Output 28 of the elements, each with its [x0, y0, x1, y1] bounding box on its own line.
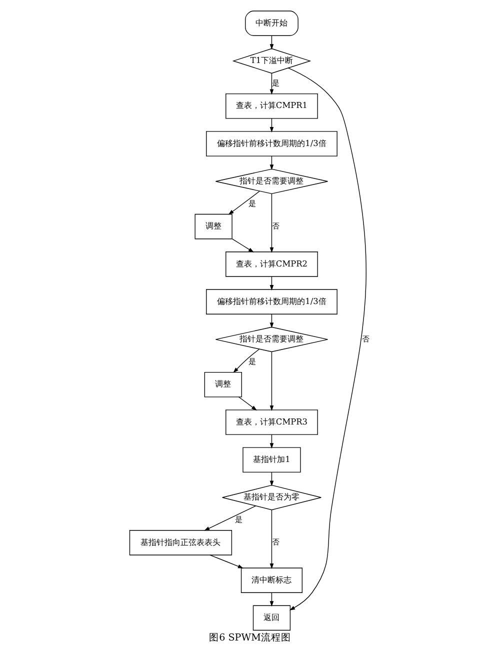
- node-diamond: 基指针是否为零: [222, 484, 322, 510]
- node-box: 查表，计算CMPR2: [226, 252, 318, 277]
- node-box: 偏移指针前移计数周期的1/3倍: [206, 131, 338, 156]
- node-box: 偏移指针前移计数周期的1/3倍: [206, 289, 338, 314]
- node-box: 基指针加1: [242, 447, 301, 473]
- node-box: 调整: [194, 214, 232, 240]
- node-diamond: 指针是否需要调整: [215, 326, 328, 352]
- node-box: 中断开始: [245, 10, 298, 36]
- arrow: [238, 396, 257, 411]
- arrow: [210, 554, 244, 568]
- arrow: [270, 73, 274, 95]
- caption: 图6 SPWM流程图: [209, 632, 291, 644]
- node-box: 查表，计算CMPR3: [226, 410, 318, 435]
- arrow: [270, 510, 274, 570]
- node-box: 返回: [252, 605, 291, 631]
- node-diamond: T1下溢中断: [232, 48, 312, 74]
- arrow: [288, 68, 366, 610]
- arrow: [270, 351, 274, 411]
- node-diamond: 指针是否需要调整: [215, 168, 328, 194]
- node-box: 查表，计算CMPR1: [226, 93, 318, 119]
- node-box: 基指针指向正弦表表头: [129, 530, 232, 556]
- arrow: [233, 348, 260, 373]
- node-box: 清中断标志: [240, 568, 303, 593]
- arrow: [228, 190, 260, 215]
- node-box: 调整: [204, 372, 242, 398]
- arrow: [204, 506, 256, 531]
- arrow: [270, 193, 274, 253]
- arrow: [232, 238, 254, 252]
